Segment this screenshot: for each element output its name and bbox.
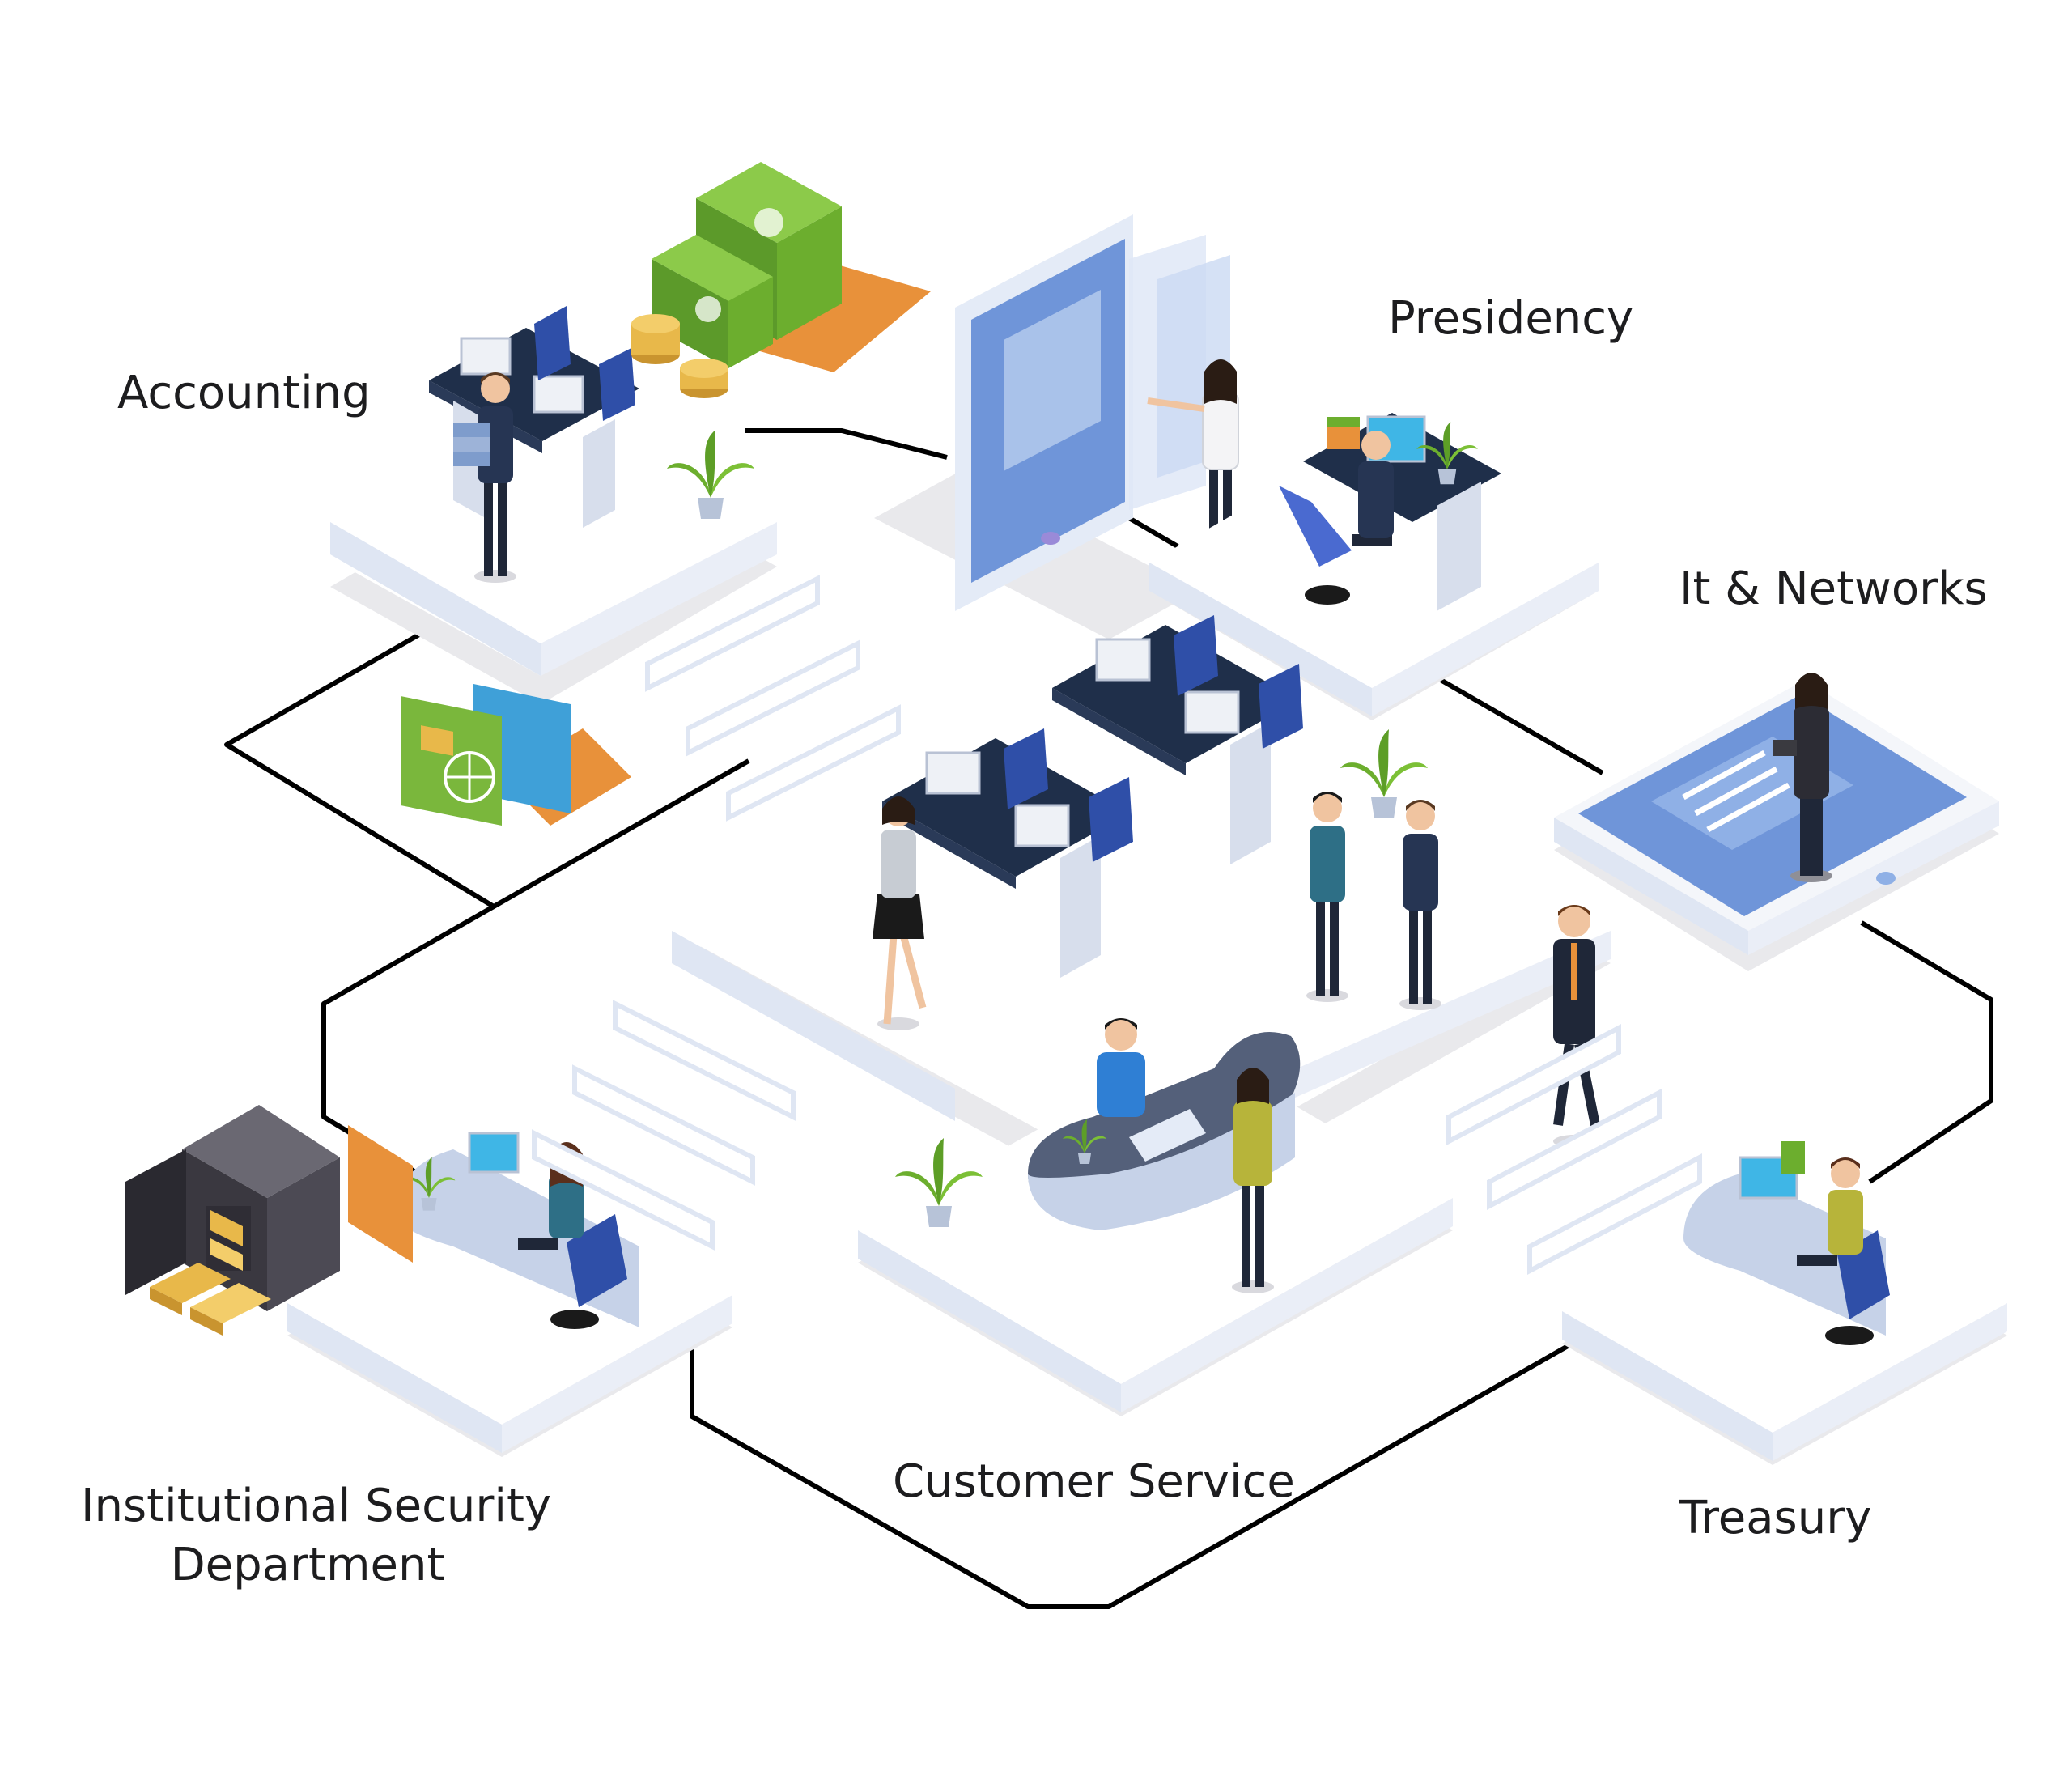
tablet-device-icon [1773,740,1797,756]
label-institutional-security: Institutional Security Department [81,1477,552,1595]
connector-accounting-presidency [745,428,948,460]
connector-accounting-security [224,613,750,909]
label-accounting: Accounting [117,367,371,419]
coin-stack-icon [631,314,728,398]
clerk-figure [1097,1018,1145,1117]
it-staff-figure [1773,673,1832,882]
walking-woman-figure [873,796,927,1030]
gold-bar-icon [150,1210,271,1336]
stairs-lower-left [532,1000,796,1251]
stairs-left [645,575,901,822]
central-display [874,214,1242,639]
stairs-right [1446,1024,1702,1275]
connector-it-treasury [1860,920,1993,1184]
man-on-phone-figure [1306,792,1348,1002]
connector-lines [224,428,1993,1609]
connector-presidency-it [1439,677,1604,775]
walking-businessman-figure [1553,905,1603,1148]
label-security-line-1: Institutional Security [81,1480,552,1532]
accountant-figure [453,372,516,583]
money-stack-icon [652,162,931,372]
it-networks-platform [1554,673,1999,971]
treasury-staff-figure [1797,1157,1863,1266]
central-workspace-platform [645,575,1611,1222]
label-treasury: Treasury [1679,1492,1872,1544]
label-customer-service: Customer Service [893,1455,1295,1508]
connector-presidency-screen [1127,516,1179,549]
connector-security-treasury [690,1333,1588,1609]
president-figure [1352,431,1394,546]
customer-service-platform [858,905,1603,1416]
treasury-platform [1562,1141,2007,1465]
label-presidency: Presidency [1388,292,1634,345]
credit-card-icon [401,684,631,826]
presidency-platform [1149,413,1599,720]
security-platform [287,1132,732,1457]
label-it-networks: It & Networks [1679,563,1988,615]
accounting-platform [330,306,777,704]
label-security-line-2: Department [170,1538,445,1591]
customer-woman-figure [1232,1068,1274,1293]
